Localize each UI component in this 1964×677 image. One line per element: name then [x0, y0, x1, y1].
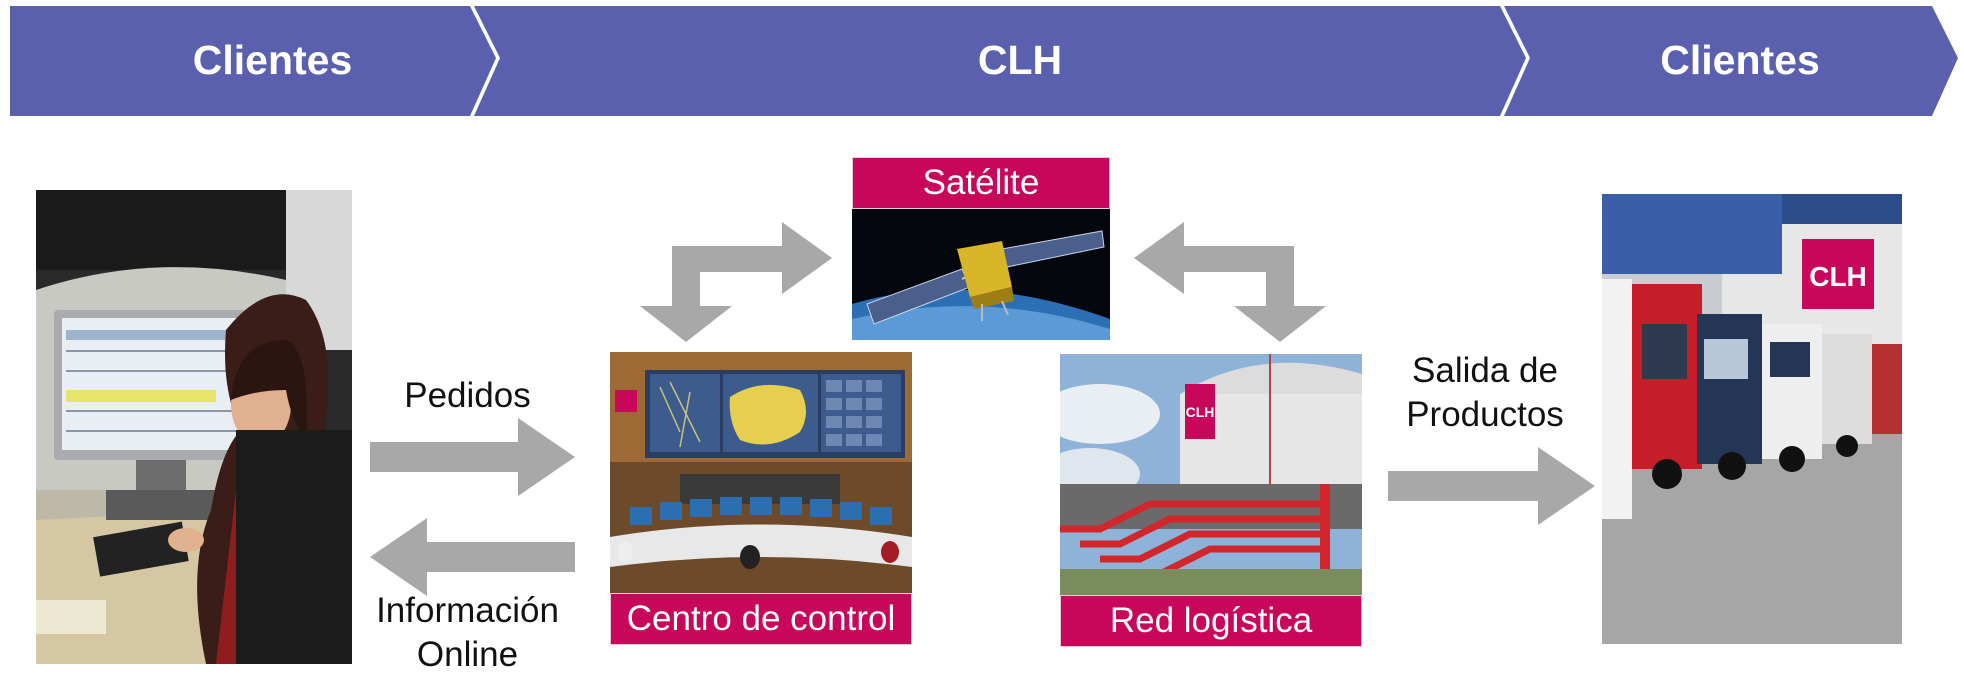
- orders-label: Pedidos: [404, 376, 531, 415]
- products-output-label-line1: Salida de: [1412, 351, 1558, 390]
- header-segment-center: [474, 6, 1526, 116]
- online-info-label-line1: Información: [376, 591, 559, 630]
- control-center-caption: Centro de control: [610, 593, 912, 645]
- products-output-label: Salida de Productos: [1385, 349, 1585, 437]
- header-chevrons: [10, 6, 1958, 116]
- online-info-label-line2: Online: [416, 635, 519, 674]
- online-info-arrow-left: [370, 518, 575, 596]
- client-office-photo: [36, 190, 352, 664]
- online-info-label: Información Online: [360, 589, 575, 677]
- process-header: Clientes CLH Clientes: [0, 0, 1964, 125]
- header-segment-left: [10, 6, 496, 116]
- trucks-photo: CLH: [1602, 194, 1902, 644]
- products-output-arrow-right: [1388, 447, 1595, 525]
- satellite-caption: Satélite: [852, 157, 1110, 209]
- header-segment-right: [1504, 6, 1958, 116]
- logistics-network-caption: Red logística: [1060, 595, 1362, 647]
- header-label-clients-right: Clientes: [1660, 37, 1820, 83]
- control-center-photo: [610, 352, 912, 593]
- orders-arrow-right: [370, 418, 575, 496]
- header-label-clients-left: Clientes: [192, 37, 353, 83]
- header-label-clh: CLH: [977, 37, 1063, 83]
- truck-logo-text: CLH: [1809, 261, 1867, 292]
- satellite-to-logistics-arrow: [1134, 222, 1334, 342]
- tank-logo-text: CLH: [1186, 404, 1215, 420]
- logistics-network-photo: CLH: [1060, 354, 1362, 595]
- products-output-label-line2: Productos: [1406, 395, 1564, 434]
- control-to-satellite-arrow: [632, 222, 832, 342]
- satellite-photo: [852, 209, 1110, 340]
